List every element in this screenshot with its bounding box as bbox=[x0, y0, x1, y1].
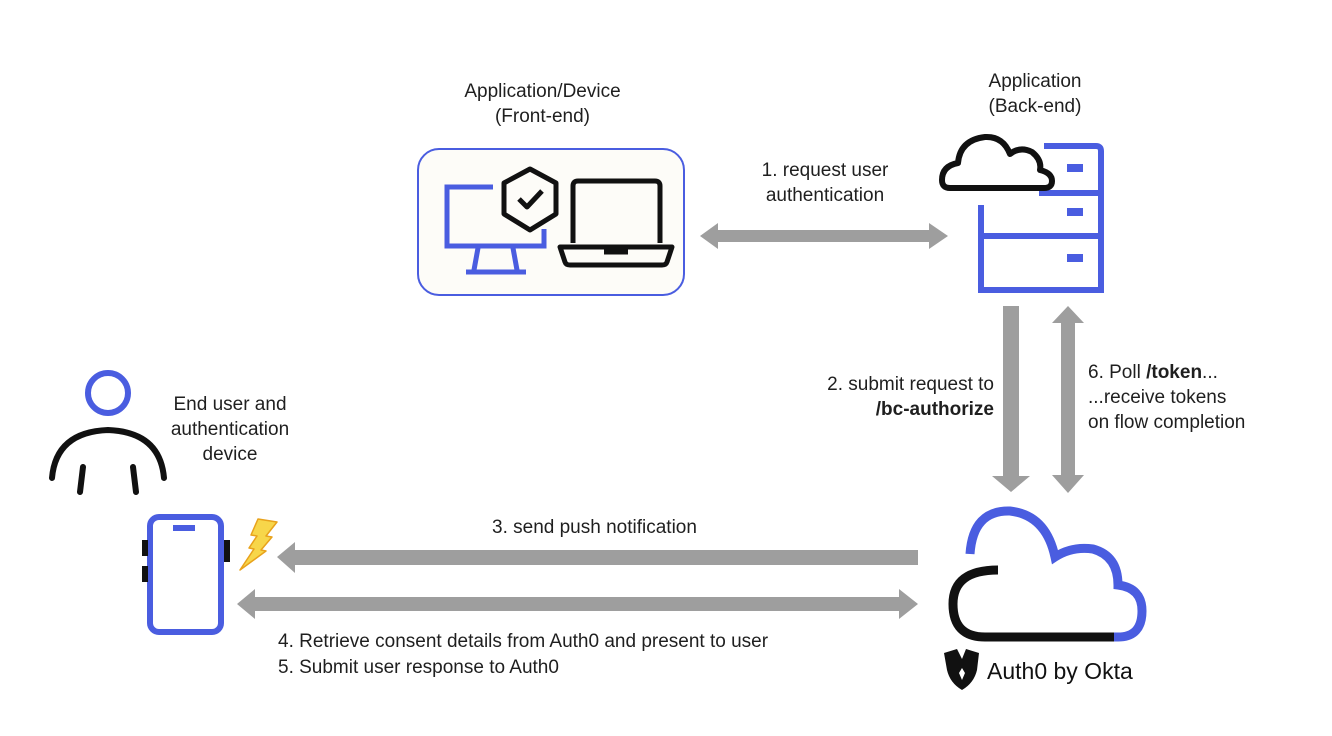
arrow-step2 bbox=[992, 306, 1030, 492]
server-lights bbox=[1067, 164, 1083, 262]
step2-line1: 2. submit request to bbox=[827, 374, 994, 395]
user-icon bbox=[49, 370, 167, 495]
end-user-line2: authentication bbox=[170, 419, 290, 440]
step5-label: 5. Submit user response to Auth0 bbox=[278, 657, 559, 678]
step6-line2: ...receive tokens bbox=[1088, 387, 1227, 408]
frontend-node bbox=[417, 148, 685, 296]
step3-label: 3. send push notification bbox=[492, 517, 697, 538]
smartphone-icon bbox=[142, 514, 230, 635]
step6-line3: on flow completion bbox=[1088, 412, 1246, 433]
end-user-line1: End user and bbox=[173, 394, 287, 415]
step4-label: 4. Retrieve consent details from Auth0 a… bbox=[278, 631, 769, 652]
arrow-step4-5 bbox=[237, 589, 918, 619]
step6-label: 6. Poll /token... ...receive tokens on f… bbox=[1088, 360, 1308, 435]
shield-check-icon bbox=[501, 166, 559, 233]
step2-endpoint: /bc-authorize bbox=[875, 399, 994, 420]
step1-line1: 1. request user bbox=[761, 160, 889, 181]
end-user-label: End user and authentication device bbox=[140, 392, 320, 467]
auth0-brand-text: Auth0 by Okta bbox=[987, 658, 1133, 684]
arrow-step6 bbox=[1052, 306, 1084, 493]
step6-endpoint: /token bbox=[1146, 362, 1203, 383]
step1-label: 1. request user authentication bbox=[735, 158, 915, 208]
end-user-line3: device bbox=[202, 444, 258, 465]
arrow-step1 bbox=[700, 223, 948, 249]
auth0-cloud-icon bbox=[948, 506, 1147, 642]
lightning-icon bbox=[239, 518, 278, 571]
frontend-title-line2: (Front-end) bbox=[494, 106, 591, 127]
server-icon bbox=[978, 143, 1104, 293]
laptop-icon bbox=[557, 178, 675, 268]
frontend-title-line1: Application/Device bbox=[464, 81, 621, 102]
step6-suffix: ... bbox=[1202, 362, 1218, 383]
backend-title-line1: Application bbox=[988, 71, 1082, 92]
auth0-shield-logo-icon bbox=[944, 649, 979, 690]
step1-line2: authentication bbox=[765, 185, 885, 206]
frontend-title: Application/Device (Front-end) bbox=[420, 79, 665, 129]
cloud-icon bbox=[939, 133, 1055, 191]
monitor-icon bbox=[444, 184, 547, 275]
backend-title-line2: (Back-end) bbox=[988, 96, 1082, 117]
arrow-step3 bbox=[277, 542, 918, 573]
step6-line1: 6. Poll /token... bbox=[1088, 360, 1308, 385]
step6-prefix: 6. Poll bbox=[1088, 362, 1147, 383]
step2-label: 2. submit request to /bc-authorize bbox=[760, 372, 994, 422]
backend-title: Application (Back-end) bbox=[950, 69, 1120, 119]
